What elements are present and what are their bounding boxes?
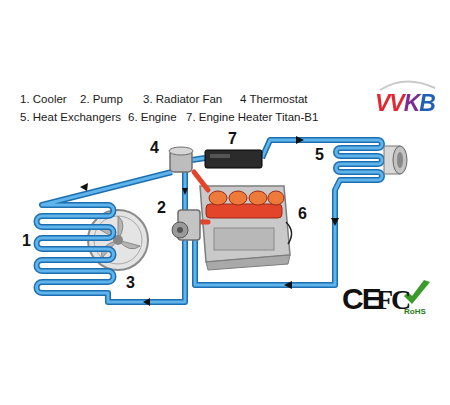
legend-item: 3. Radiator Fan bbox=[143, 93, 222, 105]
legend-item: 1. Cooler bbox=[20, 93, 67, 105]
coolant-pipes bbox=[37, 140, 383, 302]
brand-logo: VVKB bbox=[375, 90, 435, 117]
legend-item: 4 Thermostat bbox=[240, 93, 308, 105]
coolant-pipes-outline bbox=[37, 140, 383, 302]
engine-heater bbox=[205, 150, 262, 168]
pump bbox=[172, 210, 200, 240]
ce-mark: CE bbox=[342, 282, 380, 316]
callout-number: 6 bbox=[298, 205, 307, 223]
legend-item: 6. Engine bbox=[128, 111, 177, 123]
callout-number: 3 bbox=[126, 274, 135, 292]
callout-number: 4 bbox=[150, 139, 159, 157]
callout-number: 1 bbox=[22, 232, 31, 250]
legend-item: 2. Pump bbox=[80, 93, 123, 105]
callout-number: 5 bbox=[315, 146, 324, 164]
legend-item: 7. Engine Heater Titan-B1 bbox=[186, 111, 318, 123]
callout-number: 7 bbox=[228, 130, 237, 148]
thermostat bbox=[169, 147, 193, 172]
legend-item: 5. Heat Exchangers bbox=[20, 111, 121, 123]
rohs-mark: RoHS bbox=[404, 307, 426, 316]
logo-arc bbox=[380, 81, 435, 90]
flow-arrows bbox=[80, 136, 339, 306]
callout-number: 2 bbox=[157, 199, 166, 217]
engine bbox=[200, 186, 292, 270]
blower bbox=[384, 146, 407, 174]
